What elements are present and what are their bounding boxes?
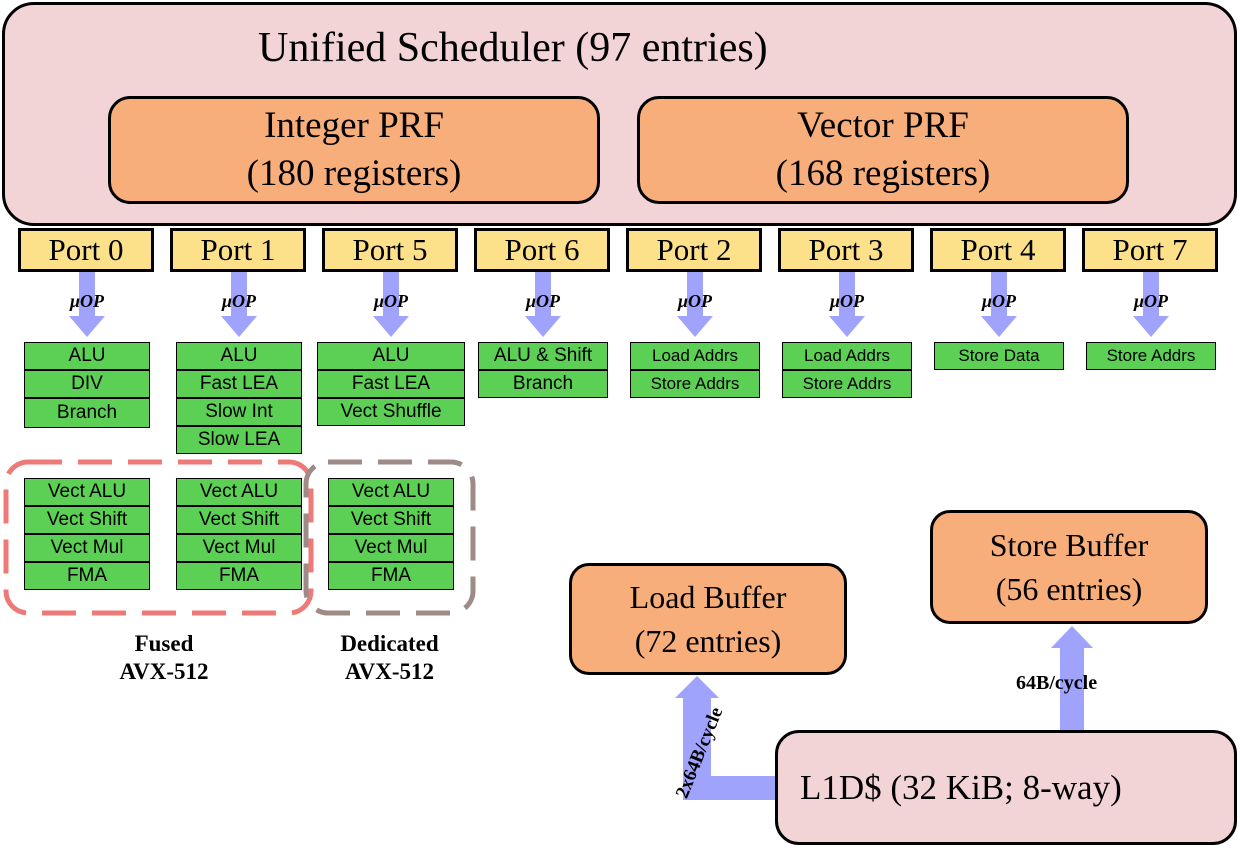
- port-5-arrow: [373, 270, 409, 337]
- port-3: Port 3: [778, 228, 914, 272]
- port-1-unit: Slow LEA: [176, 426, 302, 454]
- vector-prf-title: Vector PRF: [797, 105, 969, 146]
- vector-unit: Vect Shift: [24, 506, 150, 534]
- port-3-unit: Load Addrs: [782, 342, 912, 370]
- dedicated-avx512-group: [303, 459, 476, 616]
- vector-unit: Vect ALU: [24, 478, 150, 506]
- port-4-arrow: [981, 270, 1017, 337]
- port-2: Port 2: [626, 228, 762, 272]
- port-1-unit: Slow Int: [176, 398, 302, 426]
- port-5-unit: Vect Shuffle: [317, 398, 465, 426]
- port-4: Port 4: [930, 228, 1066, 272]
- port-1-unit: ALU: [176, 342, 302, 370]
- load-path-arrow: [675, 676, 776, 800]
- port-0-uop-label: μOP: [69, 291, 104, 311]
- dedicated-label-line1: Dedicated: [340, 631, 439, 656]
- port-5: Port 5: [322, 228, 458, 272]
- port-3-unit: Store Addrs: [782, 370, 912, 398]
- vector-unit: FMA: [176, 562, 302, 590]
- port-0-unit: DIV: [24, 370, 150, 398]
- port-6-arrow: [525, 270, 561, 337]
- port-6: Port 6: [474, 228, 610, 272]
- port-arrows: [69, 270, 1169, 337]
- port-5-unit: ALU: [317, 342, 465, 370]
- integer-prf: Integer PRF (180 registers): [108, 96, 600, 204]
- port-6-unit: ALU & Shift: [478, 342, 608, 370]
- vector-unit: Vect Shift: [328, 506, 454, 534]
- port-0: Port 0: [18, 228, 154, 272]
- scheduler-title: Unified Scheduler (97 entries): [258, 25, 768, 71]
- integer-prf-title: Integer PRF: [264, 105, 444, 146]
- vector-prf: Vector PRF (168 registers): [637, 96, 1129, 204]
- port-7: Port 7: [1082, 228, 1218, 272]
- port-4-unit: Store Data: [934, 342, 1064, 370]
- vector-unit: FMA: [328, 562, 454, 590]
- port-7-arrow: [1133, 270, 1169, 337]
- l1d-cache-label: L1D$ (32 KiB; 8-way): [800, 767, 1122, 807]
- port-1-arrow: [221, 270, 257, 337]
- l1d-cache: L1D$ (32 KiB; 8-way): [775, 730, 1237, 845]
- fused-label-line1: Fused: [134, 631, 194, 656]
- vector-unit: Vect Mul: [176, 534, 302, 562]
- port-4-uop-label: μOP: [981, 291, 1016, 311]
- fused-avx512-label: Fused AVX-512: [84, 630, 244, 686]
- port-2-arrow: [677, 270, 713, 337]
- vector-unit: Vect ALU: [176, 478, 302, 506]
- vector-prf-registers: (168 registers): [775, 153, 991, 194]
- port-0-arrow: [69, 270, 105, 337]
- port-6-uop-label: μOP: [525, 291, 560, 311]
- port-3-arrow: [829, 270, 865, 337]
- vector-unit: Vect Mul: [328, 534, 454, 562]
- load-buffer: Load Buffer (72 entries): [569, 563, 847, 675]
- port-1-uop-label: μOP: [221, 291, 256, 311]
- port-2-unit: Load Addrs: [630, 342, 760, 370]
- port-5-unit: Fast LEA: [317, 370, 465, 398]
- port-2-uop-label: μOP: [677, 291, 712, 311]
- store-buffer-entries: (56 entries): [995, 571, 1143, 607]
- fused-avx512-group: [3, 459, 314, 616]
- fused-label-line2: AVX-512: [119, 659, 209, 684]
- vector-unit: Vect Mul: [24, 534, 150, 562]
- port-6-unit: Branch: [478, 370, 608, 398]
- dedicated-label-line2: AVX-512: [344, 659, 435, 684]
- vector-unit: Vect Shift: [176, 506, 302, 534]
- port-1: Port 1: [170, 228, 306, 272]
- port-2-unit: Store Addrs: [630, 370, 760, 398]
- store-buffer-title: Store Buffer: [989, 527, 1149, 563]
- port-7-unit: Store Addrs: [1086, 342, 1216, 370]
- port-1-unit: Fast LEA: [176, 370, 302, 398]
- store-path-arrow: [1051, 626, 1093, 731]
- integer-prf-registers: (180 registers): [246, 153, 462, 194]
- port-5-uop-label: μOP: [373, 291, 408, 311]
- dedicated-avx512-label: Dedicated AVX-512: [306, 630, 473, 686]
- store-bandwidth-label: 64B/cycle: [1016, 672, 1098, 694]
- port-7-uop-label: μOP: [1133, 291, 1168, 311]
- vector-unit: FMA: [24, 562, 150, 590]
- load-buffer-entries: (72 entries): [634, 623, 782, 659]
- port-0-unit: ALU: [24, 342, 150, 370]
- port-3-uop-label: μOP: [829, 291, 864, 311]
- load-buffer-title: Load Buffer: [629, 579, 787, 615]
- vector-unit: Vect ALU: [328, 478, 454, 506]
- port-0-unit: Branch: [24, 398, 150, 428]
- store-buffer: Store Buffer (56 entries): [930, 510, 1208, 624]
